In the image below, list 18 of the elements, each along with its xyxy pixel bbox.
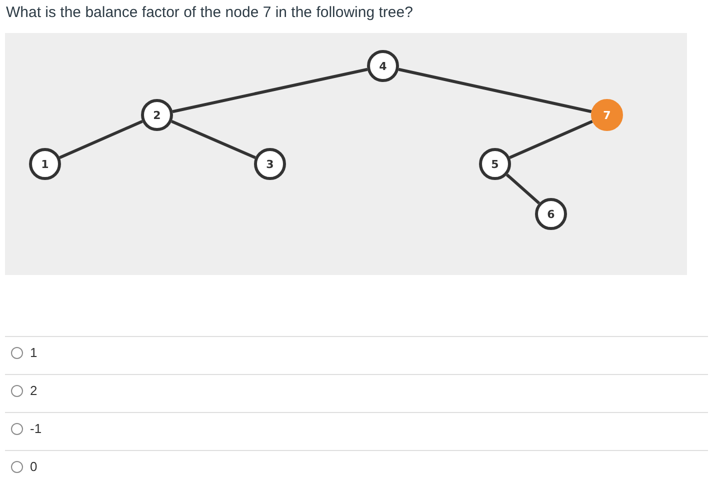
tree-edge (59, 120, 143, 159)
tree-edge (506, 174, 540, 204)
tree-node: 4 (367, 50, 399, 82)
tree-node: 5 (479, 148, 511, 180)
tree-edge (172, 68, 368, 114)
tree-node: 3 (254, 148, 286, 180)
tree-edge (509, 120, 593, 159)
tree-node: 1 (29, 148, 61, 180)
answer-option: -1 (30, 421, 42, 437)
question-text: What is the balance factor of the node 7 in the following tree? (6, 4, 413, 21)
tree-edge (398, 68, 592, 114)
answer-option: 1 (30, 345, 38, 361)
tree-node: 6 (535, 198, 567, 230)
highlighted-tree-node: 7 (591, 99, 623, 131)
answer-option: 2 (30, 383, 38, 399)
answer-option: 0 (30, 459, 38, 475)
tree-edge (171, 120, 256, 159)
tree-node: 2 (141, 99, 173, 131)
